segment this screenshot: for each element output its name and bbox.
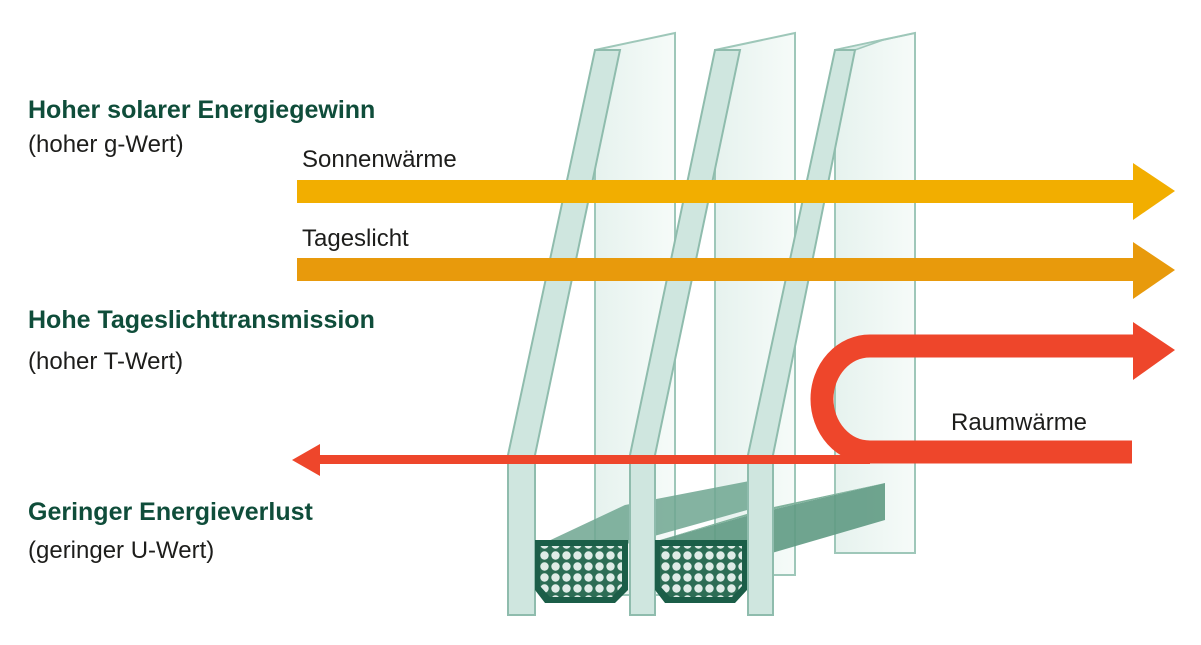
solar-heat-arrow	[297, 163, 1175, 220]
spacer-right	[655, 540, 747, 603]
flow-label-daylight: Tageslicht	[302, 225, 409, 252]
flow-label-room-heat: Raumwärme	[951, 409, 1088, 436]
benefit-heading-daylight-transmission: Hohe Tageslichttransmission	[28, 306, 375, 334]
room-heat-arrow	[810, 322, 1175, 464]
benefit-heading-energy-loss: Geringer Energieverlust	[28, 498, 313, 526]
heat-loss-arrow	[292, 444, 870, 476]
daylight-arrow	[297, 242, 1175, 299]
benefit-sub-t-value: (hoher T-Wert)	[28, 348, 184, 375]
benefit-sub-u-value: (geringer U-Wert)	[28, 537, 215, 564]
glass-pane-3	[834, 31, 916, 554]
benefit-sub-g-value: (hoher g-Wert)	[28, 131, 184, 158]
flow-label-solar-heat: Sonnenwärme	[302, 146, 457, 173]
benefit-heading-solar-gain: Hoher solarer Energiegewinn	[28, 96, 376, 124]
spacer-left	[535, 540, 628, 603]
